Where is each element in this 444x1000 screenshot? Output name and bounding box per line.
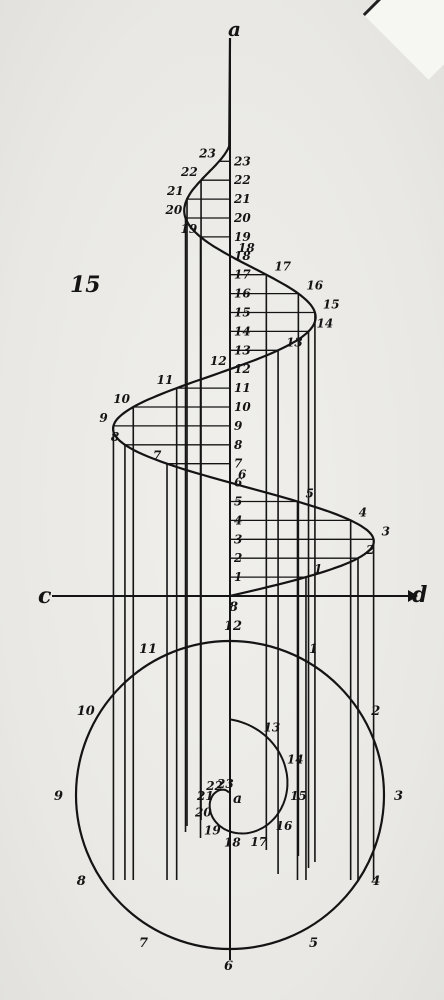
axis-number-4: 4 xyxy=(234,513,242,527)
axis-number-19: 19 xyxy=(234,230,251,244)
helix-label-21: 21 xyxy=(166,184,184,198)
helix-label-18: 18 xyxy=(238,241,255,255)
spiral-label-17: 17 xyxy=(251,835,268,849)
circle-label-1: 1 xyxy=(309,642,318,657)
base-circle xyxy=(74,639,386,951)
helix-curve xyxy=(112,37,375,598)
helix-label-7: 7 xyxy=(153,449,162,463)
inner-spiral xyxy=(208,718,289,835)
axis-arrowhead xyxy=(408,590,418,602)
axis-number-6: 6 xyxy=(234,476,243,490)
axis-left-label: c xyxy=(38,583,52,609)
axis-number-9: 9 xyxy=(234,419,243,433)
axis-number-10: 10 xyxy=(234,400,251,414)
axis-number-21: 21 xyxy=(233,192,251,206)
spiral-label-20: 20 xyxy=(194,806,212,820)
spiral-label-13: 13 xyxy=(264,720,281,734)
helix-label-5: 5 xyxy=(305,487,313,501)
circle-label-3: 3 xyxy=(394,789,403,804)
circle-label-8: 8 xyxy=(77,874,86,889)
helix-label-4: 4 xyxy=(359,505,367,519)
plate-number: 15 xyxy=(70,272,101,298)
circle-label-2: 2 xyxy=(370,704,380,719)
circle-label-5: 5 xyxy=(309,936,318,951)
axis-number-7: 7 xyxy=(234,457,243,471)
helix-label-9: 9 xyxy=(99,411,108,425)
circle-label-9: 9 xyxy=(54,789,63,804)
axis-number-12: 12 xyxy=(234,362,251,376)
helix-label-23: 23 xyxy=(198,146,216,160)
axis-number-8: 8 xyxy=(234,438,243,452)
axis-number-5: 5 xyxy=(234,495,242,509)
helix-label-10: 10 xyxy=(113,392,130,406)
circle-label-10: 10 xyxy=(77,704,95,719)
helix-label-8: 8 xyxy=(111,430,120,444)
helix-label-20: 20 xyxy=(165,203,183,217)
axis-number-3: 3 xyxy=(234,532,242,546)
helix-label-1: 1 xyxy=(314,562,322,576)
apex-label: a xyxy=(228,17,241,41)
axis-number-23: 23 xyxy=(233,154,251,168)
helix-label-13: 13 xyxy=(286,335,303,349)
axis-number-20: 20 xyxy=(233,211,251,225)
spiral-label-19: 19 xyxy=(204,824,221,838)
helix-label-14: 14 xyxy=(317,316,334,330)
base-label: 8 xyxy=(229,600,238,615)
axis-number-1: 1 xyxy=(234,570,242,584)
helix-label-22: 22 xyxy=(180,165,198,179)
spiral-label-21: 21 xyxy=(196,789,214,803)
axis-number-11: 11 xyxy=(234,381,251,395)
spiral-center-label: a xyxy=(233,791,242,807)
spiral-label-18: 18 xyxy=(224,836,241,850)
axis-number-15: 15 xyxy=(234,306,251,320)
spiral-label-14: 14 xyxy=(287,753,304,767)
helix-label-2: 2 xyxy=(365,543,374,557)
axis-number-13: 13 xyxy=(234,343,251,357)
circle-label-6: 6 xyxy=(224,959,233,974)
axis-right-label: d xyxy=(412,582,427,608)
circle-label-11: 11 xyxy=(139,642,157,657)
spiral-label-15: 15 xyxy=(290,789,307,803)
spiral-label-22: 22 xyxy=(205,779,223,793)
axis-number-2: 2 xyxy=(233,551,242,565)
helix-label-17: 17 xyxy=(274,260,291,274)
circle-label-7: 7 xyxy=(139,936,148,951)
helix-label-11: 11 xyxy=(157,373,174,387)
axis-number-17: 17 xyxy=(234,268,251,282)
axis-number-22: 22 xyxy=(233,173,251,187)
spiral-label-23: 23 xyxy=(216,777,234,791)
spiral-label-16: 16 xyxy=(276,819,293,833)
helix-label-15: 15 xyxy=(323,298,340,312)
helix-label-19: 19 xyxy=(181,222,198,236)
helix-label-6: 6 xyxy=(238,468,247,482)
helix-label-12: 12 xyxy=(210,354,227,368)
helix-label-16: 16 xyxy=(306,279,323,293)
circle-label-4: 4 xyxy=(371,874,380,889)
axis-number-14: 14 xyxy=(234,324,251,338)
circle-label-12: 12 xyxy=(224,619,242,634)
axis-number-18: 18 xyxy=(234,249,251,263)
helix-label-3: 3 xyxy=(382,524,390,538)
axis-number-16: 16 xyxy=(234,287,251,301)
